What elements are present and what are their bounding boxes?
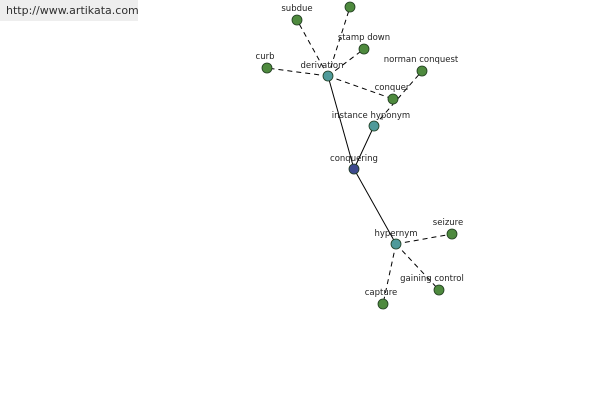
node-layer [261,1,458,310]
edge-hypernym-to-gaining-control [395,243,440,291]
node-curb[interactable] [261,62,273,74]
node-label-curb: curb [256,52,275,62]
edge-derivation-to-curb [266,67,329,77]
edge-conquering-to-derivation [327,75,355,170]
node-label-conquering: conquering [330,154,378,164]
node-unlabeled[interactable] [344,1,356,13]
node-label-subdue: subdue [281,4,312,14]
source-banner: http://www.artikata.com [0,0,139,21]
node-conquering[interactable] [348,163,360,175]
edge-conquering-to-instance-hyponym [353,125,375,170]
node-subdue[interactable] [291,14,303,26]
node-instance-hyponym[interactable] [368,120,380,132]
node-label-gaining-control: gaining control [400,274,464,284]
edge-conquering-to-hypernym [353,168,397,245]
node-stamp-down[interactable] [358,43,370,55]
node-derivation[interactable] [322,70,334,82]
label-layer: conquering derivation instance hyponym hype… [256,4,464,298]
node-norman-conquest[interactable] [416,65,428,77]
source-link[interactable]: http://www.artikata.com [6,4,139,17]
node-label-seizure: seizure [433,218,463,228]
node-label-instance-hyponym: instance hyponym [332,111,410,121]
edge-derivation-to-unlabeled [327,6,351,77]
edge-derivation-to-stamp-down [327,48,365,77]
node-label-hypernym: hypernym [374,229,417,239]
edge-derivation-to-conquer [327,75,394,100]
node-label-norman-conquest: norman conquest [384,55,459,65]
node-label-derivation: derivation [300,61,343,71]
edge-hypernym-to-seizure [395,233,453,245]
node-conquer[interactable] [387,93,399,105]
edge-derivation-to-subdue [296,19,329,77]
node-capture[interactable] [377,298,389,310]
node-label-conquer: conquer [375,83,410,93]
node-seizure[interactable] [446,228,458,240]
edge-hypernym-to-capture [382,243,397,305]
node-hypernym[interactable] [390,238,402,250]
node-label-capture: capture [365,288,398,298]
node-label-stamp-down: stamp down [338,33,390,43]
node-gaining-control[interactable] [433,284,445,296]
